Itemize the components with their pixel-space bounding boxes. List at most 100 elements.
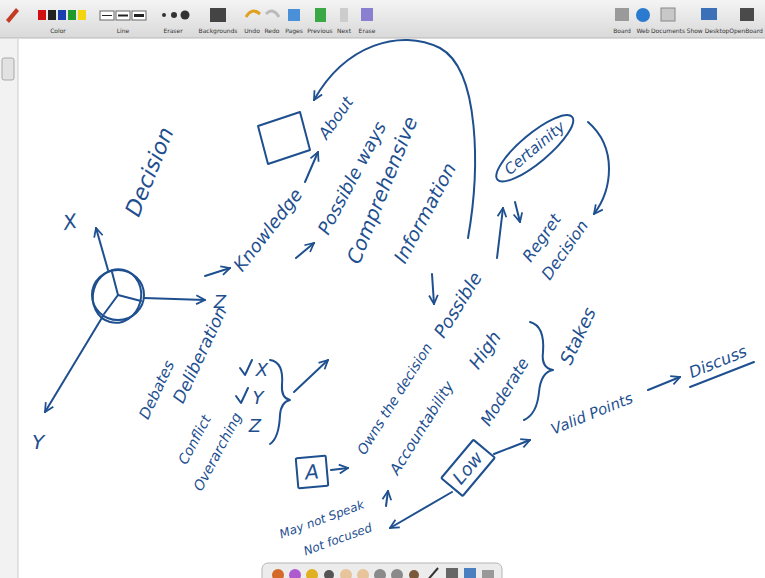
background-icon — [210, 8, 226, 22]
board-icon — [615, 8, 629, 21]
color-swatch — [38, 10, 46, 20]
circle-spoke — [104, 295, 118, 314]
toolbar-label: Pages — [285, 28, 303, 35]
empty-box — [258, 112, 310, 164]
arrow — [497, 208, 503, 258]
tool-icon — [289, 569, 301, 578]
toolbar-label: Backgrounds — [199, 28, 238, 35]
axis-arrow — [96, 228, 108, 270]
eraser-icon — [162, 13, 166, 17]
handwritten-note: Decision — [121, 124, 179, 220]
side-panel-border — [18, 39, 19, 578]
color-swatch — [78, 10, 86, 20]
documents-icon — [661, 8, 675, 21]
tool-icon — [324, 570, 334, 578]
toolbar-label: Redo — [264, 28, 279, 35]
circle-spoke — [112, 272, 118, 295]
line-icon — [100, 11, 114, 20]
desktop-icon — [701, 8, 717, 20]
node-text: Low — [449, 448, 487, 488]
check-mark — [236, 388, 248, 403]
tool-icon — [426, 568, 438, 578]
redo-icon — [266, 11, 279, 17]
pages-icon — [288, 9, 300, 21]
line-icon — [132, 11, 146, 20]
toolbar-label: Eraser — [163, 28, 182, 35]
handwritten-note: Deliberation — [170, 304, 231, 406]
toolbar-label: Next — [337, 28, 351, 35]
arrow — [296, 243, 314, 258]
line-icon — [116, 11, 130, 20]
brace — [270, 360, 290, 444]
axis-arrow — [45, 316, 103, 412]
handwritten-note: Stakes — [556, 304, 599, 367]
handwritten-note: High — [465, 327, 505, 372]
color-swatch — [68, 10, 76, 20]
tool-icon — [306, 569, 318, 578]
arrow — [515, 202, 520, 222]
arrow — [386, 491, 388, 506]
axis-arrow — [144, 298, 205, 300]
line-icon — [102, 15, 112, 16]
eraser-icon — [171, 12, 177, 18]
arrow — [205, 268, 230, 276]
pen-icon — [6, 8, 19, 23]
toolbar-border — [0, 38, 765, 39]
toolbar-label: OpenBoard — [729, 28, 763, 35]
eraser-icon — [181, 11, 190, 20]
handwritten-note: Debates — [136, 358, 177, 422]
toolbar-label: Show Desktop — [687, 28, 730, 35]
handwritten-note: About — [315, 94, 357, 143]
node-text: A — [304, 460, 320, 483]
web-icon — [636, 8, 650, 22]
toolbar-label: Web — [636, 28, 649, 35]
previous-icon — [315, 8, 326, 22]
side-panel — [0, 39, 18, 578]
tool-icon — [357, 569, 369, 578]
arrow — [648, 377, 680, 390]
tool-icon — [409, 570, 419, 578]
toolbar-label: Previous — [307, 28, 332, 35]
boxed-term: Low — [440, 439, 496, 498]
tool-icon — [446, 568, 458, 578]
side-tab — [2, 58, 14, 80]
color-swatch — [58, 10, 66, 20]
undo-icon — [246, 11, 260, 17]
handwritten-note: Knowledge — [230, 185, 307, 275]
arrow — [390, 492, 452, 528]
arrow — [432, 274, 434, 304]
color-swatch — [48, 10, 56, 20]
bottom-toolbar — [262, 563, 502, 578]
curved-arrow — [588, 122, 609, 214]
toolbar — [0, 0, 765, 38]
check-mark — [240, 360, 252, 375]
handwritten-note: Discuss — [687, 342, 750, 381]
toolbar-label: Undo — [244, 28, 260, 35]
arrow — [331, 468, 348, 470]
line-icon — [118, 15, 128, 17]
toolbar-label: Documents — [651, 28, 685, 35]
toolbar-label: Erase — [359, 28, 376, 35]
axis-circle — [87, 264, 147, 329]
tool-icon — [340, 569, 352, 578]
tool-icon — [374, 569, 386, 578]
openboard-icon — [740, 8, 754, 21]
toolbar-label: Board — [613, 28, 631, 35]
toolbar-label: Color — [50, 28, 66, 35]
handwritten-note: Y — [253, 388, 264, 408]
line-icon — [134, 14, 144, 17]
circled-term: Certainity — [487, 104, 583, 191]
arrow — [305, 152, 318, 182]
toolbar-label: Line — [117, 28, 130, 35]
handwritten-note: Z — [249, 416, 261, 436]
arrow — [294, 360, 328, 392]
next-icon — [340, 8, 348, 22]
tool-icon — [391, 569, 403, 578]
tool-icon — [272, 569, 284, 578]
tool-icon — [482, 570, 494, 578]
handwritten-note: Valid Points — [549, 390, 636, 438]
node-text: Certainity — [502, 118, 569, 178]
